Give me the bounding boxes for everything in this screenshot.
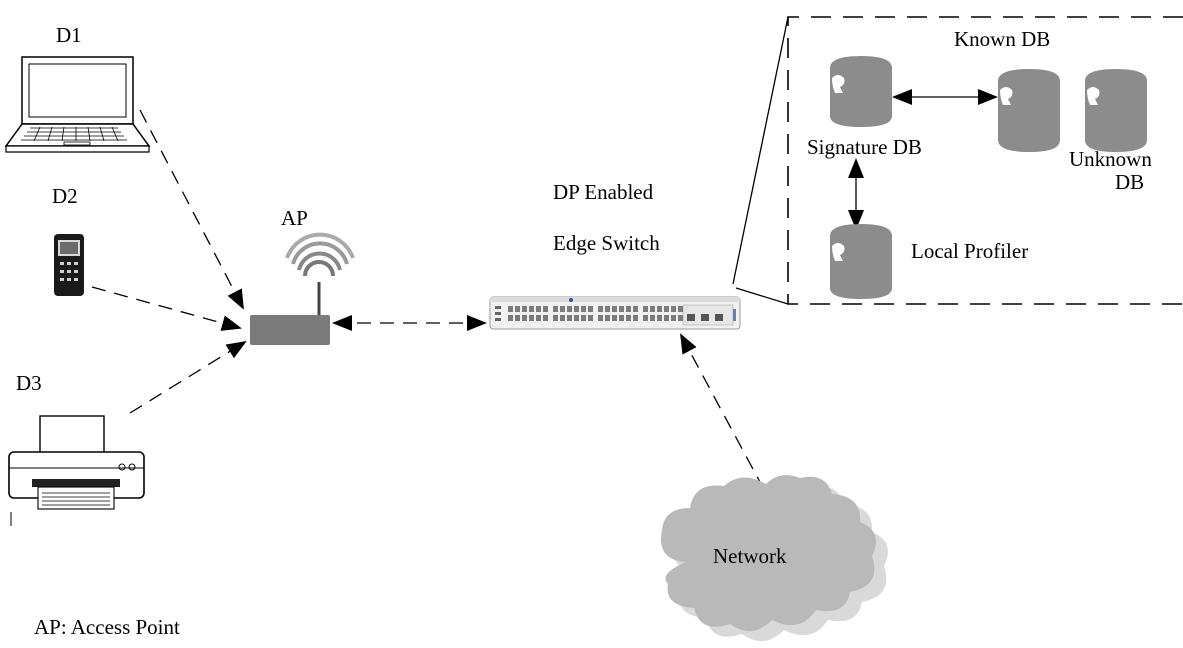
switch-port bbox=[508, 315, 513, 321]
label-ap: AP bbox=[281, 206, 308, 230]
switch-port bbox=[633, 315, 638, 321]
switch-port bbox=[574, 315, 579, 321]
switch-status-led bbox=[495, 318, 501, 321]
switch-port bbox=[515, 315, 520, 321]
switch-port bbox=[612, 306, 617, 312]
label-switch-line2: Edge Switch bbox=[553, 231, 660, 255]
switch-port bbox=[650, 306, 655, 312]
switch-port bbox=[657, 315, 662, 321]
switch-port bbox=[643, 315, 648, 321]
switch-port bbox=[536, 306, 541, 312]
wireless-router-icon bbox=[250, 232, 355, 345]
switch-port bbox=[619, 315, 624, 321]
switch-port bbox=[664, 315, 669, 321]
unknown-db-icon-1 bbox=[998, 69, 1060, 152]
switch-port bbox=[671, 315, 676, 321]
switch-status-led bbox=[495, 306, 501, 309]
switch-port bbox=[626, 306, 631, 312]
label-network: Network bbox=[713, 544, 787, 568]
switch-port bbox=[508, 306, 513, 312]
callout-line-top bbox=[732, 16, 789, 285]
laptop-icon bbox=[4, 56, 151, 153]
switch-port bbox=[657, 306, 662, 312]
mobile-phone-icon bbox=[54, 234, 84, 296]
unknown-db-icon-2 bbox=[1085, 69, 1147, 152]
switch-port bbox=[574, 306, 579, 312]
switch-port bbox=[553, 315, 558, 321]
label-unknown-db-line2: DB bbox=[1115, 170, 1144, 194]
label-d1: D1 bbox=[56, 23, 82, 47]
switch-port bbox=[671, 306, 676, 312]
switch-status-led bbox=[495, 312, 501, 315]
switch-port bbox=[522, 315, 527, 321]
switch-port bbox=[581, 306, 586, 312]
switch-port bbox=[650, 315, 655, 321]
link-d2-ap bbox=[91, 286, 242, 331]
callout-line-bottom bbox=[735, 287, 789, 305]
switch-port bbox=[598, 315, 603, 321]
switch-port bbox=[515, 306, 520, 312]
label-d2: D2 bbox=[52, 184, 78, 208]
switch-port bbox=[598, 306, 603, 312]
label-unknown-db-line1: Unknown bbox=[1069, 147, 1152, 171]
link-d1-ap bbox=[139, 109, 244, 310]
switch-port bbox=[588, 306, 593, 312]
switch-port bbox=[553, 306, 558, 312]
switch-port bbox=[529, 315, 534, 321]
label-d3: D3 bbox=[16, 371, 42, 395]
switch-port bbox=[678, 306, 683, 312]
switch-port bbox=[522, 306, 527, 312]
cloud-icon bbox=[661, 475, 888, 642]
switch-port bbox=[619, 306, 624, 312]
switch-port bbox=[643, 306, 648, 312]
label-local-profiler: Local Profiler bbox=[911, 239, 1028, 263]
switch-port bbox=[588, 315, 593, 321]
switch-port bbox=[581, 315, 586, 321]
db-callout-box bbox=[787, 16, 1183, 305]
label-known-db: Known DB bbox=[954, 27, 1050, 51]
switch-port bbox=[529, 306, 534, 312]
switch-port bbox=[536, 315, 541, 321]
legend-ap: AP: Access Point bbox=[34, 615, 180, 639]
switch-port bbox=[605, 315, 610, 321]
switch-port bbox=[567, 306, 572, 312]
switch-port bbox=[605, 306, 610, 312]
network-switch-icon bbox=[489, 296, 741, 330]
switch-port bbox=[560, 306, 565, 312]
switch-port bbox=[664, 306, 669, 312]
switch-port bbox=[633, 306, 638, 312]
switch-port bbox=[678, 315, 683, 321]
label-switch-line1: DP Enabled bbox=[553, 180, 654, 204]
label-signature-db: Signature DB bbox=[807, 135, 922, 159]
signature-db-icon bbox=[830, 56, 892, 127]
local-profiler-db-icon bbox=[830, 224, 892, 299]
switch-port bbox=[626, 315, 631, 321]
switch-port bbox=[612, 315, 617, 321]
link-d3-ap bbox=[129, 340, 247, 414]
printer-icon bbox=[8, 415, 145, 526]
switch-port bbox=[560, 315, 565, 321]
switch-port bbox=[543, 315, 548, 321]
switch-port bbox=[543, 306, 548, 312]
switch-port bbox=[567, 315, 572, 321]
